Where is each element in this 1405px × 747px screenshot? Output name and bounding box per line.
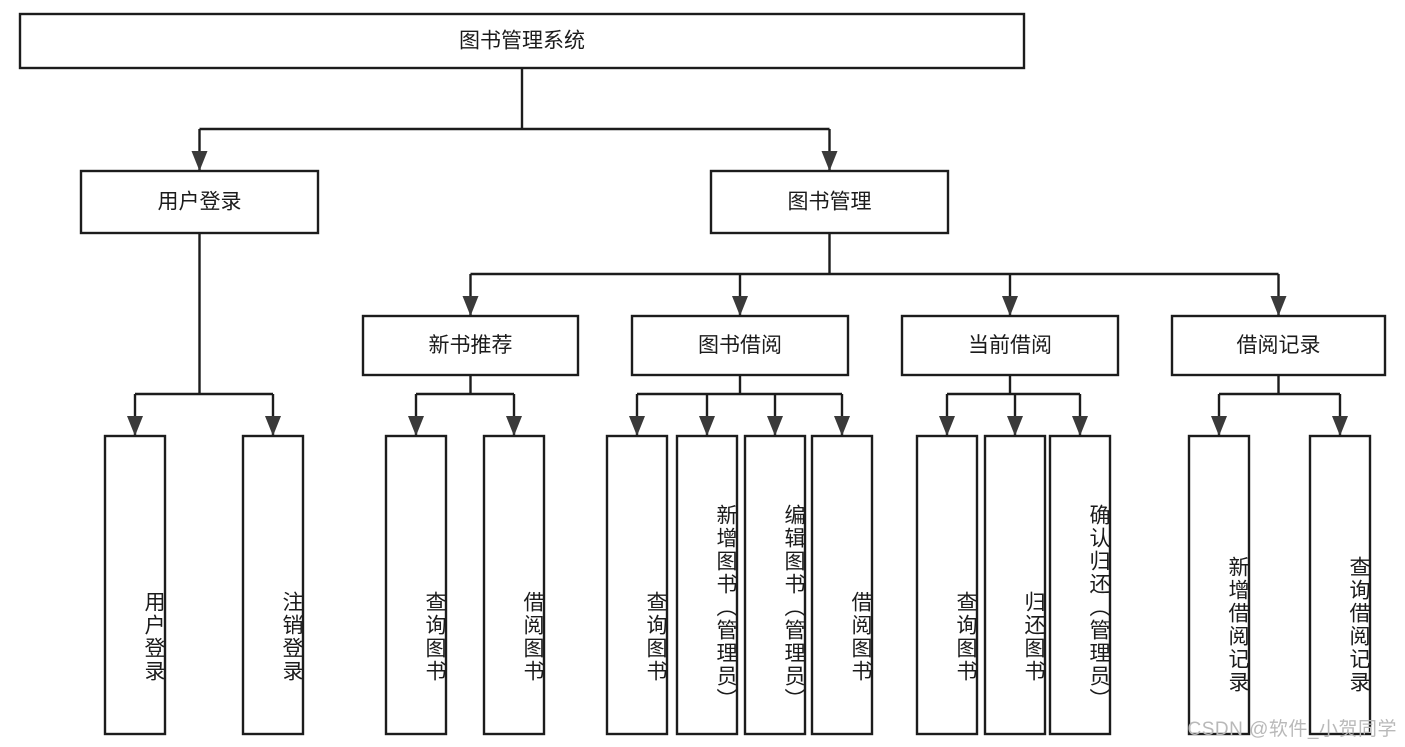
arrow-head-icon <box>1072 416 1088 436</box>
arrow-head-icon <box>732 296 748 316</box>
arrow-head-icon <box>699 416 715 436</box>
node-box-borrow-record[interactable] <box>1170 314 1387 377</box>
node-box-user-login[interactable] <box>79 169 320 235</box>
box-layer <box>18 12 1387 736</box>
node-label-root: 图书管理系统 <box>459 30 585 53</box>
node-box-leaf-borrow-book[interactable] <box>810 434 874 736</box>
node-box-leaf-add-borrow-record[interactable] <box>1187 434 1251 736</box>
node-label-current-borrow: 当前借阅 <box>968 334 1052 357</box>
node-label-book-management: 图书管理 <box>788 191 872 214</box>
csdn-watermark: CSDN @软件_小贺同学 <box>1187 719 1397 740</box>
arrow-head-icon <box>629 416 645 436</box>
arrow-head-icon <box>506 416 522 436</box>
arrow-head-icon <box>462 296 479 316</box>
arrow-head-icon <box>1211 416 1227 436</box>
arrow-head-icon <box>408 416 424 436</box>
node-box-book-borrow[interactable] <box>630 314 850 377</box>
arrow-head-icon <box>265 416 281 436</box>
connector-layer <box>127 68 1348 436</box>
node-box-current-borrow[interactable] <box>900 314 1120 377</box>
node-label-new-book-recommend: 新书推荐 <box>429 334 513 357</box>
node-box-leaf-query-book-current[interactable] <box>915 434 979 736</box>
node-label-borrow-record: 借阅记录 <box>1237 334 1321 357</box>
node-box-new-book-recommend[interactable] <box>361 314 580 377</box>
node-box-leaf-user-logout[interactable] <box>241 434 305 736</box>
node-box-leaf-edit-book-admin[interactable] <box>743 434 807 736</box>
arrow-head-icon <box>939 416 955 436</box>
arrow-head-icon <box>191 151 208 171</box>
node-box-leaf-user-login[interactable] <box>103 434 167 736</box>
arrow-head-icon <box>1332 416 1348 436</box>
node-box-leaf-confirm-return-admin[interactable] <box>1048 434 1112 736</box>
node-label-user-login: 用户登录 <box>158 191 242 214</box>
node-box-leaf-query-borrow-record[interactable] <box>1308 434 1372 736</box>
node-box-leaf-borrow-book-rec[interactable] <box>482 434 546 736</box>
arrow-head-icon <box>127 416 143 436</box>
arrow-head-icon <box>834 416 850 436</box>
node-box-leaf-add-book-admin[interactable] <box>675 434 739 736</box>
node-box-leaf-query-book-borrow[interactable] <box>605 434 669 736</box>
arrow-head-icon <box>767 416 783 436</box>
arrow-head-icon <box>1270 296 1287 316</box>
node-box-leaf-return-book[interactable] <box>983 434 1047 736</box>
arrow-head-icon <box>821 151 838 171</box>
node-label-book-borrow: 图书借阅 <box>698 334 782 357</box>
arrow-head-icon <box>1002 296 1018 316</box>
arrow-head-icon <box>1007 416 1023 436</box>
node-box-leaf-query-book-rec[interactable] <box>384 434 448 736</box>
node-box-root[interactable] <box>18 12 1026 70</box>
node-box-book-management[interactable] <box>709 169 950 235</box>
